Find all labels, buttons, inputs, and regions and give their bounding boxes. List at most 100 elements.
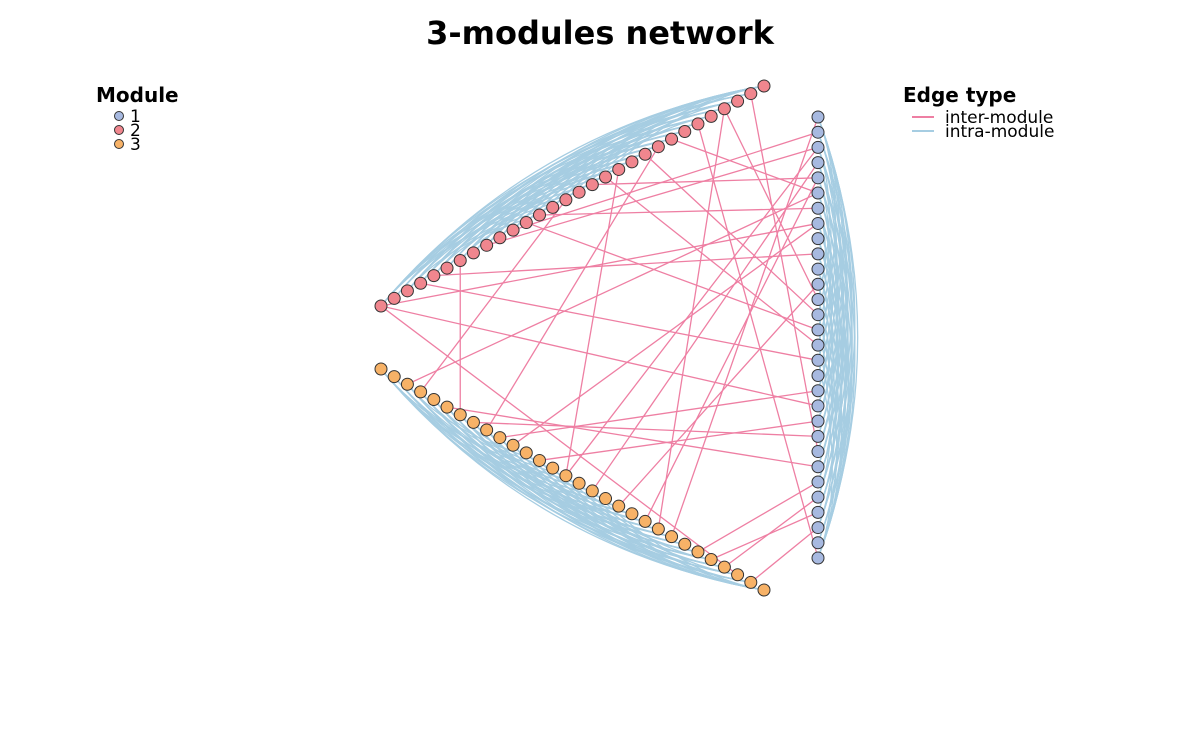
- node-module-1: [811, 460, 825, 474]
- node-module-2: [546, 200, 560, 214]
- node-module-3: [599, 492, 613, 506]
- node-module-1: [811, 216, 825, 230]
- inter-module-edge: [473, 421, 819, 437]
- node-module-3: [638, 514, 652, 528]
- module-legend-title: Module: [96, 83, 179, 107]
- node-module-1: [811, 521, 825, 535]
- inter-module-edge: [644, 153, 819, 316]
- node-module-2: [400, 284, 414, 298]
- inter-module-edge: [605, 176, 819, 346]
- node-module-1: [811, 140, 825, 154]
- node-module-1: [811, 505, 825, 519]
- node-module-1: [811, 156, 825, 170]
- node-module-3: [559, 469, 573, 483]
- node-module-3: [493, 431, 507, 445]
- node-module-2: [691, 117, 705, 131]
- inter-module-edge: [446, 406, 819, 468]
- node-module-2: [572, 185, 586, 199]
- node-module-1: [811, 536, 825, 550]
- node-module-1: [811, 262, 825, 276]
- node-module-2: [466, 246, 480, 260]
- inter-module-edge: [591, 162, 819, 492]
- inter-module-edge: [657, 108, 726, 530]
- inter-module-edge: [618, 283, 819, 507]
- node-module-2: [744, 87, 758, 101]
- node-module-3: [704, 553, 718, 567]
- inter-module-edge: [420, 199, 567, 393]
- intra-module-edge: [459, 85, 765, 261]
- node-module-3: [453, 408, 467, 422]
- edge-type-legend: Edge type inter-module intra-module: [903, 83, 1054, 142]
- node-module-2: [704, 109, 718, 123]
- node-module-2: [506, 223, 520, 237]
- inter-module-edge: [723, 108, 819, 300]
- inter-module-edge: [486, 146, 819, 246]
- intra-module-edge: [817, 329, 835, 528]
- inter-module-edge: [670, 116, 819, 537]
- node-module-1: [811, 110, 825, 124]
- module-legend-label-1: 1: [130, 107, 141, 127]
- node-module-3: [678, 537, 692, 551]
- node-module-3: [400, 377, 414, 391]
- node-module-1: [811, 171, 825, 185]
- node-module-2: [453, 253, 467, 267]
- inter-module-edge: [539, 420, 819, 462]
- node-module-2: [427, 269, 441, 283]
- inter-module-edges: [380, 93, 819, 583]
- node-module-3: [532, 453, 546, 467]
- inter-module-edge: [433, 253, 819, 277]
- intra-module-edge: [459, 414, 765, 591]
- node-module-1: [811, 551, 825, 565]
- inter-module-edge: [644, 177, 819, 522]
- node-module-2: [519, 216, 533, 230]
- node-module-3: [757, 583, 771, 597]
- inter-module-edge: [380, 305, 819, 407]
- inter-module-edge: [420, 282, 819, 361]
- module-legend-swatch-2: [114, 125, 124, 135]
- node-module-1: [811, 338, 825, 352]
- node-module-1: [811, 247, 825, 261]
- node-module-1: [811, 232, 825, 246]
- module-legend-label-2: 2: [130, 121, 141, 141]
- inter-module-edge: [750, 527, 819, 583]
- intra-module-edge: [565, 475, 738, 576]
- node-module-1: [811, 384, 825, 398]
- inter-module-edge: [697, 123, 819, 559]
- node-module-2: [678, 125, 692, 139]
- node-module-2: [493, 231, 507, 245]
- node-module-3: [519, 446, 533, 460]
- node-module-2: [717, 102, 731, 116]
- module-legend: Module 1 2 3: [96, 83, 179, 155]
- node-module-3: [612, 499, 626, 513]
- node-module-3: [731, 568, 745, 582]
- node-module-1: [811, 308, 825, 322]
- node-module-1: [811, 186, 825, 200]
- node-module-3: [717, 560, 731, 574]
- inter-module-edge: [486, 146, 659, 431]
- node-module-1: [811, 277, 825, 291]
- node-module-1: [811, 490, 825, 504]
- node-module-3: [625, 507, 639, 521]
- node-module-3: [440, 400, 454, 414]
- node-module-3: [744, 575, 758, 589]
- node-module-3: [387, 370, 401, 384]
- inter-module-edge: [380, 305, 738, 576]
- inter-module-edge: [723, 496, 819, 568]
- node-module-2: [757, 79, 771, 93]
- node-module-2: [638, 147, 652, 161]
- node-module-1: [811, 323, 825, 337]
- intra-module-edge: [565, 100, 738, 201]
- node-module-3: [651, 522, 665, 536]
- node-module-3: [665, 530, 679, 544]
- inter-module-edge: [710, 511, 819, 561]
- inter-module-edge: [565, 169, 620, 476]
- node-module-3: [546, 461, 560, 475]
- network-nodes: [374, 79, 825, 597]
- inter-module-edge: [512, 222, 819, 446]
- node-module-1: [811, 292, 825, 306]
- node-module-3: [691, 545, 705, 559]
- inter-module-edge: [380, 222, 819, 307]
- inter-module-edge: [671, 138, 819, 194]
- node-module-1: [811, 369, 825, 383]
